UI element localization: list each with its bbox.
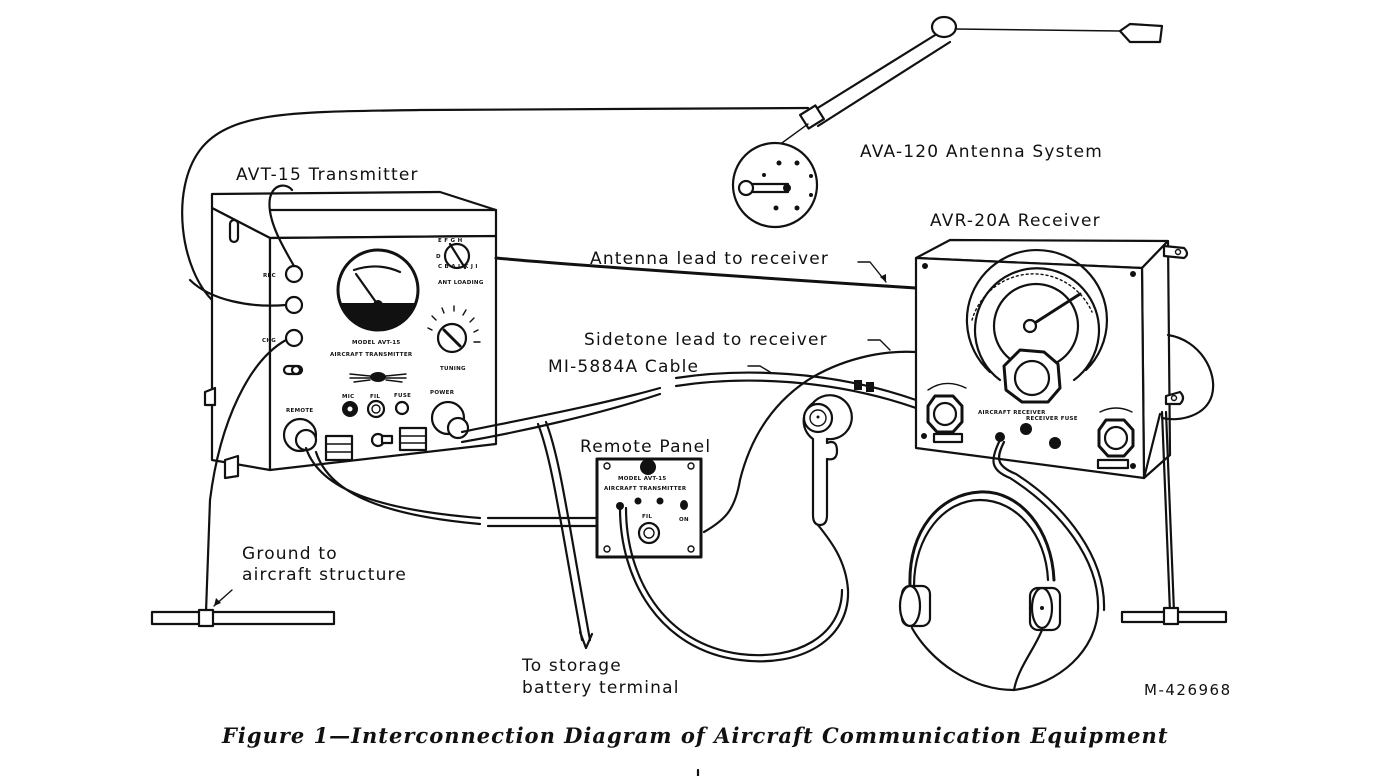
ground-bar-right bbox=[1120, 606, 1228, 626]
receiver-title: AVR-20A Receiver bbox=[930, 211, 1101, 231]
remote-cable bbox=[304, 446, 482, 526]
ant-loading-selector[interactable]: E F G H D C B A L K J I ANT LOADING bbox=[436, 238, 484, 286]
receiver-side-loop bbox=[1160, 333, 1215, 421]
svg-text:FIL: FIL bbox=[642, 514, 652, 520]
antenna-lead-callout: Antenna lead to receiver bbox=[590, 249, 829, 269]
receiver-tuning-dial[interactable] bbox=[965, 248, 1109, 382]
svg-text:C B A L K J I: C B A L K J I bbox=[438, 264, 478, 270]
receiver-fuse-holder[interactable]: RECEIVER FUSE bbox=[1020, 416, 1078, 435]
tuning-dial[interactable]: TUNING bbox=[427, 305, 481, 372]
sidetone-lead bbox=[702, 350, 918, 534]
cable-callout: MI-5884A Cable bbox=[548, 357, 699, 377]
drawing-number: M-426968 bbox=[1144, 681, 1232, 699]
rec-jack-wire bbox=[268, 184, 296, 268]
battery-callout-line1: To storage bbox=[521, 656, 622, 676]
svg-text:MIC: MIC bbox=[342, 394, 354, 400]
fuse-holder[interactable]: FUSE bbox=[394, 393, 411, 416]
receiver-model-label: AIRCRAFT RECEIVER bbox=[978, 410, 1046, 416]
receiver-side bbox=[1140, 239, 1172, 480]
svg-text:CHG: CHG bbox=[262, 338, 276, 344]
battery-cable bbox=[536, 420, 592, 642]
transmitter-name-label: AIRCRAFT TRANSMITTER bbox=[330, 352, 413, 358]
ground-callout-line1: Ground to bbox=[242, 544, 338, 564]
transmitter-mount-foot bbox=[223, 454, 240, 480]
wings-emblem-icon bbox=[349, 372, 407, 383]
antenna-title: AVA-120 Antenna System bbox=[860, 142, 1103, 162]
tuning-label: TUNING bbox=[440, 366, 466, 372]
antenna-system: AVA-120 Antenna System bbox=[181, 15, 1164, 304]
antenna-reel-crank-knob bbox=[737, 179, 755, 197]
key-switch[interactable] bbox=[370, 432, 394, 448]
battery-callout-line2: battery terminal bbox=[522, 678, 680, 698]
receiver-ground-wire bbox=[1160, 410, 1176, 614]
antenna-reel-holes bbox=[762, 160, 813, 211]
ant-loading-letters: E F G H bbox=[438, 238, 463, 244]
receiver: AIRCRAFT RECEIVER RECEIVER FUSE AVR-20A … bbox=[914, 211, 1189, 480]
ground-callout-line2: aircraft structure bbox=[242, 565, 407, 585]
remote-panel-title: Remote Panel bbox=[580, 437, 711, 457]
transmitter-title: AVT-15 Transmitter bbox=[236, 165, 419, 185]
cable-mi-5884a bbox=[460, 386, 662, 444]
microphone-cable bbox=[618, 506, 850, 663]
sidetone-callout: Sidetone lead to receiver bbox=[584, 330, 828, 350]
ant-loading-label: ANT LOADING bbox=[438, 280, 484, 286]
antenna-insulator bbox=[799, 104, 825, 130]
middle-jack-wire bbox=[188, 278, 288, 307]
antenna-elbow bbox=[930, 15, 958, 39]
svg-text:REMOTE: REMOTE bbox=[286, 408, 313, 414]
figure-caption: Figure 1—Interconnection Diagram of Airc… bbox=[221, 723, 1169, 748]
fil-lamp: FIL bbox=[366, 394, 386, 419]
remote-fil-lamp: FIL bbox=[637, 514, 661, 545]
microphone bbox=[802, 394, 853, 527]
antenna-lead-to-receiver bbox=[494, 256, 918, 290]
jack-middle[interactable] bbox=[284, 295, 304, 315]
jack-chg[interactable]: CHG bbox=[262, 328, 304, 348]
ground-bar-left: Ground to aircraft structure bbox=[150, 544, 407, 628]
antenna-lead-in-wire bbox=[181, 106, 810, 304]
svg-text:FIL: FIL bbox=[370, 394, 380, 400]
transmitter-mount-foot bbox=[203, 386, 217, 407]
headphones bbox=[898, 490, 1062, 692]
power-socket[interactable]: POWER bbox=[430, 390, 470, 440]
antenna-mast bbox=[806, 30, 952, 128]
antenna-cone-weight bbox=[1118, 22, 1164, 44]
toggle-switch[interactable] bbox=[282, 364, 304, 376]
remote-on-switch[interactable]: ON bbox=[679, 500, 689, 523]
headphone-cable bbox=[992, 438, 1106, 692]
svg-text:FUSE: FUSE bbox=[394, 393, 411, 399]
receiver-volume-knob[interactable] bbox=[926, 382, 967, 434]
transmitter: REC CHG E F G H D C B A L K J bbox=[203, 165, 498, 480]
receiver-phones-jack[interactable] bbox=[995, 432, 1005, 442]
remote-name-label: AIRCRAFT TRANSMITTER bbox=[604, 486, 687, 492]
svg-text:RECEIVER FUSE: RECEIVER FUSE bbox=[1026, 416, 1078, 422]
mic-jack[interactable]: MIC bbox=[342, 394, 358, 417]
remote-panel: MODEL AVT-15 AIRCRAFT TRANSMITTER ON FIL… bbox=[580, 437, 711, 559]
receiver-tuning-knob[interactable] bbox=[1002, 348, 1062, 404]
receiver-frequency-knob[interactable] bbox=[1097, 407, 1135, 458]
svg-text:D: D bbox=[436, 254, 441, 260]
transmitter-meter bbox=[336, 248, 420, 332]
headphone-earpiece-left bbox=[898, 584, 932, 628]
jack-rec[interactable]: REC bbox=[263, 264, 304, 284]
svg-text:ON: ON bbox=[679, 517, 689, 523]
transmitter-model-label: MODEL AVT-15 bbox=[352, 340, 401, 346]
receiver-switch[interactable] bbox=[1049, 437, 1061, 449]
ground-wire bbox=[204, 338, 288, 614]
remote-model-label: MODEL AVT-15 bbox=[618, 476, 667, 482]
headphone-earpiece-right bbox=[1028, 586, 1062, 632]
svg-text:POWER: POWER bbox=[430, 390, 455, 396]
svg-text:REC: REC bbox=[263, 273, 276, 279]
antenna-wire bbox=[954, 28, 1121, 32]
